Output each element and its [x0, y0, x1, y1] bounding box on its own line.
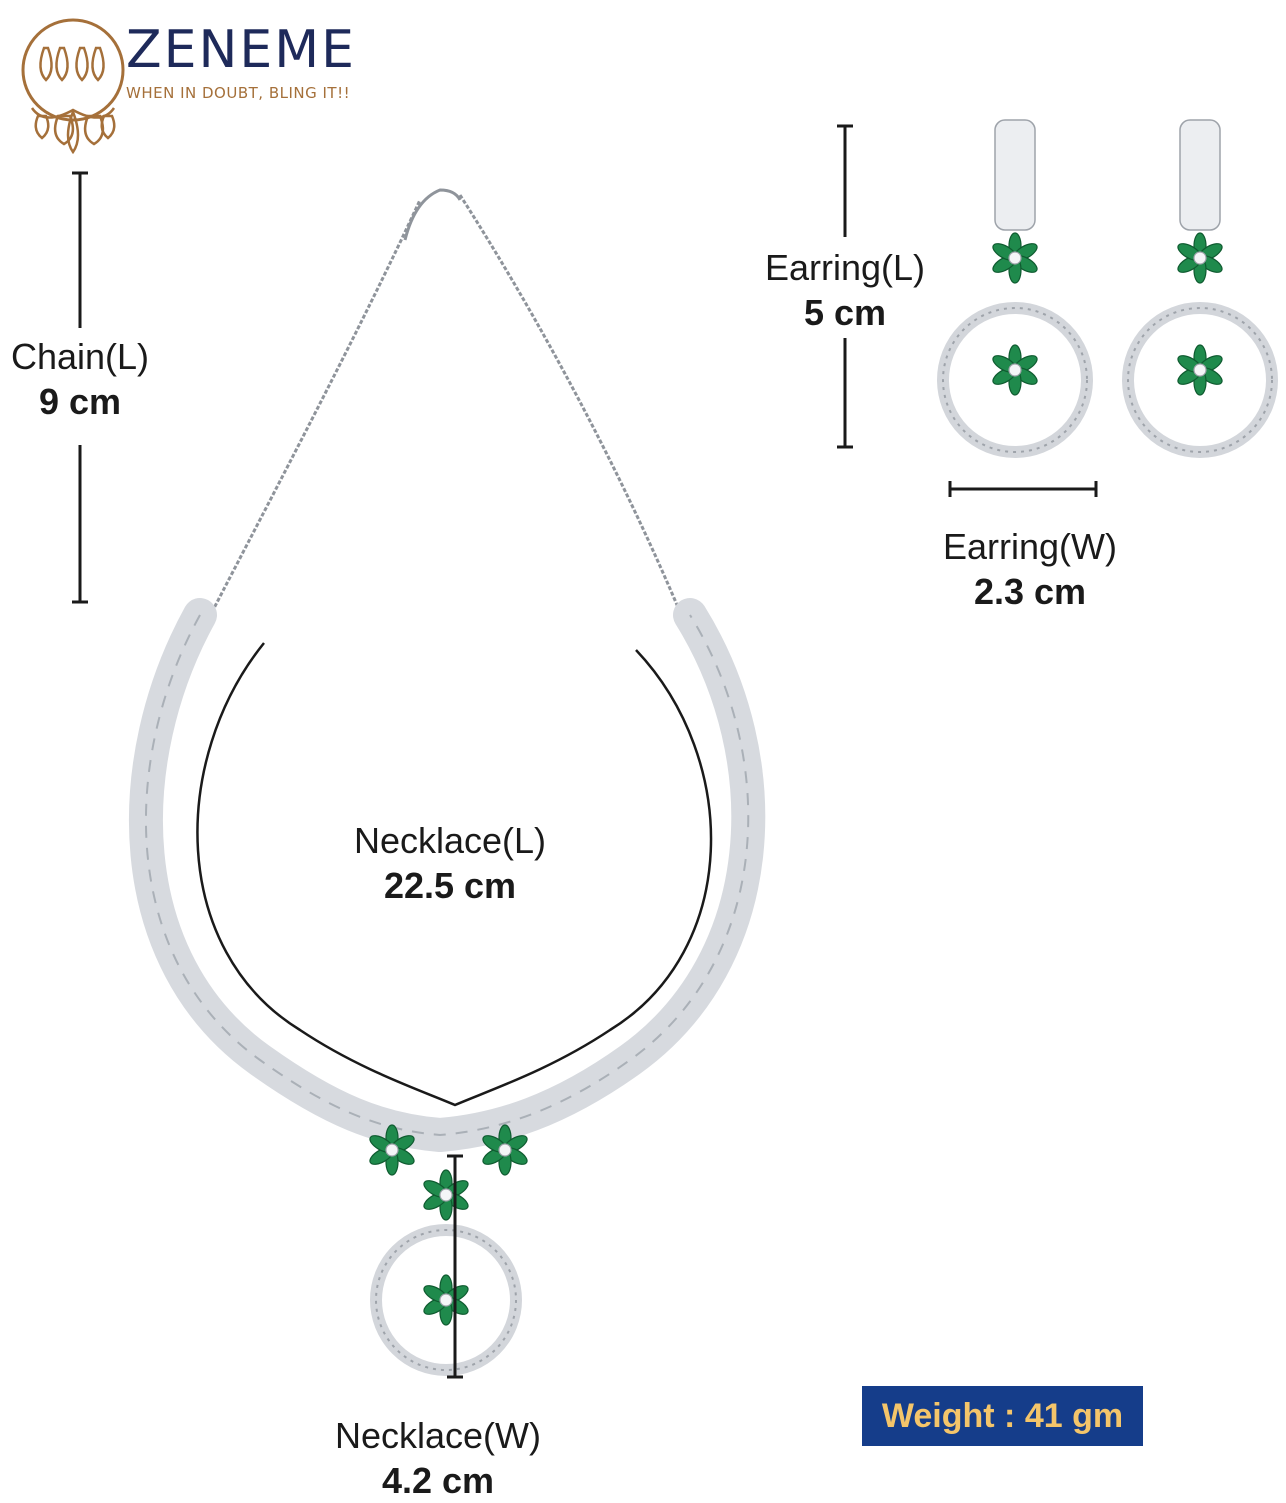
- necklace-width-value: 4.2 cm: [381, 1460, 495, 1501]
- chain-length-title: Chain(L): [10, 336, 150, 377]
- chain-length-label: Chain(L) 9 cm: [0, 334, 160, 424]
- earring-length-title: Earring(L): [764, 247, 926, 288]
- necklace-width-label: Necklace(W) 4.2 cm: [308, 1413, 568, 1503]
- necklace-width-title: Necklace(W): [334, 1415, 541, 1456]
- earring-width-title: Earring(W): [942, 526, 1117, 567]
- earring-length-label: Earring(L) 5 cm: [750, 245, 940, 335]
- brand-name: ZENEME: [126, 20, 356, 80]
- earring-right: [1122, 119, 1278, 458]
- necklace-length-value: 22.5 cm: [383, 865, 517, 906]
- necklace-chain: [210, 194, 682, 613]
- necklace-length-title: Necklace(L): [353, 820, 547, 861]
- necklace-pendant: [370, 1224, 522, 1376]
- necklace-band: [129, 598, 766, 1153]
- necklace-length-label: Necklace(L) 22.5 cm: [330, 818, 570, 908]
- earring-left: [937, 119, 1093, 458]
- earring-width-value: 2.3 cm: [973, 571, 1087, 612]
- earring-width-label: Earring(W) 2.3 cm: [920, 524, 1140, 614]
- weight-badge: Weight : 41 gm: [862, 1386, 1143, 1446]
- brand-tagline: WHEN IN DOUBT, BLING IT!!: [126, 84, 351, 102]
- earring-length-value: 5 cm: [803, 292, 887, 333]
- chain-length-value: 9 cm: [38, 381, 122, 422]
- brand-logo-icon: [21, 18, 125, 155]
